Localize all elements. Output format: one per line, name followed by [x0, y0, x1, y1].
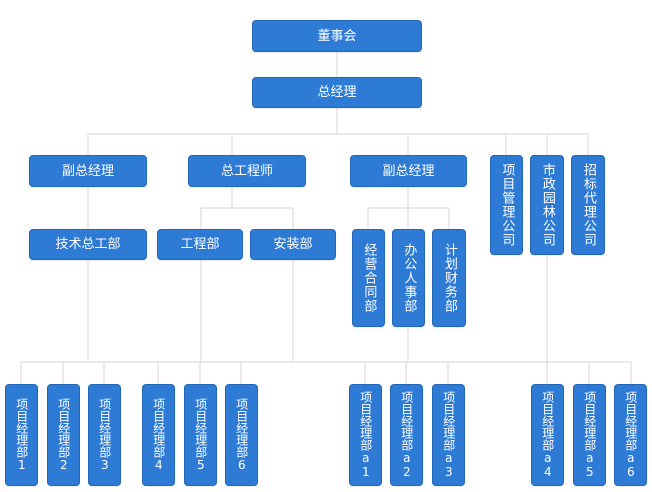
- node-vice-gm-right: 副总经理: [350, 155, 467, 187]
- node-label: 副总经理: [382, 163, 435, 179]
- node-pm-a3: 项目经理部a3: [432, 384, 465, 486]
- node-label: 总工程师: [220, 163, 273, 179]
- node-label: 副总经理: [61, 163, 114, 179]
- node-pm-2: 项目经理部2: [47, 384, 80, 486]
- node-label: 董事会: [317, 28, 357, 44]
- node-hr-office-dept: 办公人事部: [392, 229, 425, 327]
- node-label: 总经理: [317, 85, 357, 100]
- node-label: 项目经理部2: [56, 398, 71, 472]
- node-project-mgmt-company: 项目管理公司: [490, 155, 523, 255]
- node-pm-5: 项目经理部5: [184, 384, 217, 486]
- node-label: 项目经理部1: [14, 398, 29, 472]
- node-contract-dept: 经营合同部: [352, 229, 385, 327]
- node-general-manager: 总经理: [252, 77, 422, 108]
- node-pm-a5: 项目经理部a5: [573, 384, 606, 486]
- node-label: 招标代理公司: [580, 163, 596, 247]
- node-label: 项目经理部a4: [540, 391, 555, 479]
- node-label: 项目经理部6: [234, 398, 249, 472]
- node-pm-4: 项目经理部4: [142, 384, 175, 486]
- node-label: 市政园林公司: [539, 163, 555, 247]
- node-pm-3: 项目经理部3: [88, 384, 121, 486]
- node-chief-engineer: 总工程师: [188, 155, 306, 187]
- node-pm-1: 项目经理部1: [5, 384, 38, 486]
- node-engineering-dept: 工程部: [157, 229, 243, 260]
- node-board: 董事会: [252, 20, 422, 52]
- node-label: 项目经理部3: [97, 398, 112, 472]
- node-pm-a1: 项目经理部a1: [349, 384, 382, 486]
- node-label: 经营合同部: [361, 243, 377, 313]
- node-label: 项目经理部a2: [399, 391, 414, 479]
- node-label: 计划财务部: [441, 243, 457, 313]
- node-label: 项目经理部4: [151, 398, 166, 472]
- node-label: 项目经理部a3: [441, 391, 456, 479]
- node-pm-6: 项目经理部6: [225, 384, 258, 486]
- node-label: 项目经理部a6: [623, 391, 638, 479]
- node-installation-dept: 安装部: [250, 229, 336, 260]
- node-municipal-garden-company: 市政园林公司: [530, 155, 564, 255]
- node-pm-a6: 项目经理部a6: [614, 384, 647, 486]
- node-pm-a4: 项目经理部a4: [531, 384, 564, 486]
- node-finance-dept: 计划财务部: [432, 229, 466, 327]
- node-pm-a2: 项目经理部a2: [390, 384, 423, 486]
- node-label: 安装部: [273, 237, 313, 252]
- node-label: 项目管理公司: [499, 163, 515, 247]
- node-label: 项目经理部5: [193, 398, 208, 472]
- node-label: 技术总工部: [55, 237, 121, 252]
- node-label: 工程部: [180, 237, 220, 252]
- node-label: 项目经理部a1: [358, 391, 373, 479]
- node-label: 项目经理部a5: [582, 391, 597, 479]
- node-tender-agency-company: 招标代理公司: [571, 155, 605, 255]
- node-tech-dept: 技术总工部: [29, 229, 147, 260]
- node-vice-gm-left: 副总经理: [29, 155, 147, 187]
- node-label: 办公人事部: [401, 243, 417, 313]
